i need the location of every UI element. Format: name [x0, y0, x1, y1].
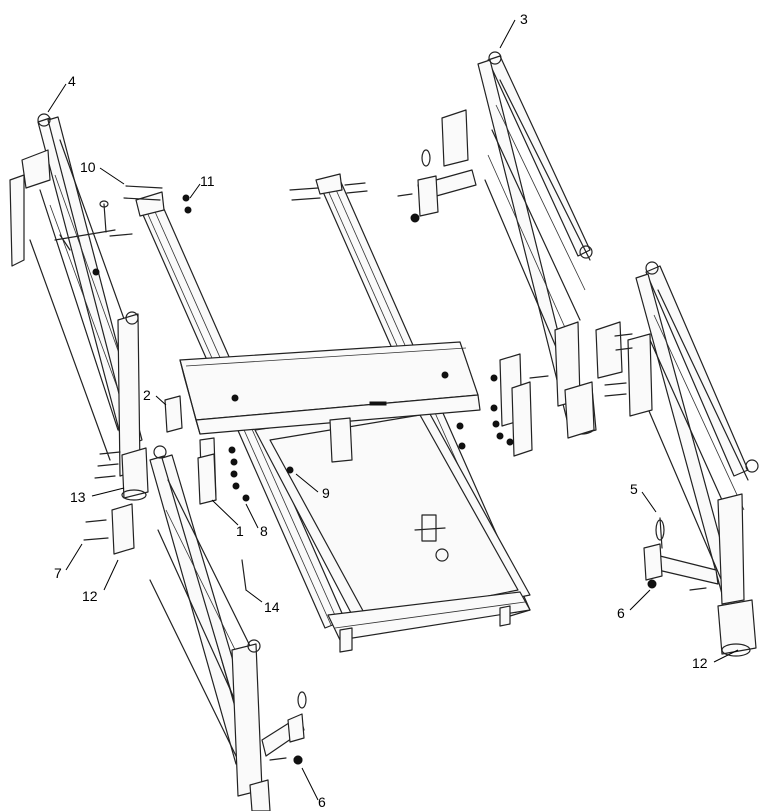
callout-2: 2 — [143, 387, 151, 403]
side-rail-bottom-left — [149, 445, 307, 811]
callout-5: 5 — [630, 481, 638, 497]
callouts: 1 2 3 4 5 6 6 7 8 9 10 11 12 — [47, 11, 739, 810]
callout-13: 13 — [70, 489, 86, 505]
callout-8: 8 — [260, 523, 268, 539]
callout-7: 7 — [54, 565, 62, 581]
side-rail-top-left — [9, 113, 143, 477]
hardware — [83, 182, 707, 765]
callout-6-bottom: 6 — [318, 794, 326, 810]
callout-11: 11 — [200, 173, 215, 189]
callout-12-right: 12 — [692, 655, 708, 671]
callout-6-right: 6 — [617, 605, 625, 621]
callout-9: 9 — [322, 485, 330, 501]
callout-1: 1 — [236, 523, 244, 539]
center-frame — [135, 173, 531, 653]
callout-14: 14 — [264, 599, 280, 615]
side-rail-right — [567, 261, 759, 657]
callout-3: 3 — [520, 11, 528, 27]
callout-12-left: 12 — [82, 588, 98, 604]
mount-brackets — [111, 353, 595, 555]
callout-10: 10 — [80, 159, 96, 175]
callout-4: 4 — [68, 73, 76, 89]
